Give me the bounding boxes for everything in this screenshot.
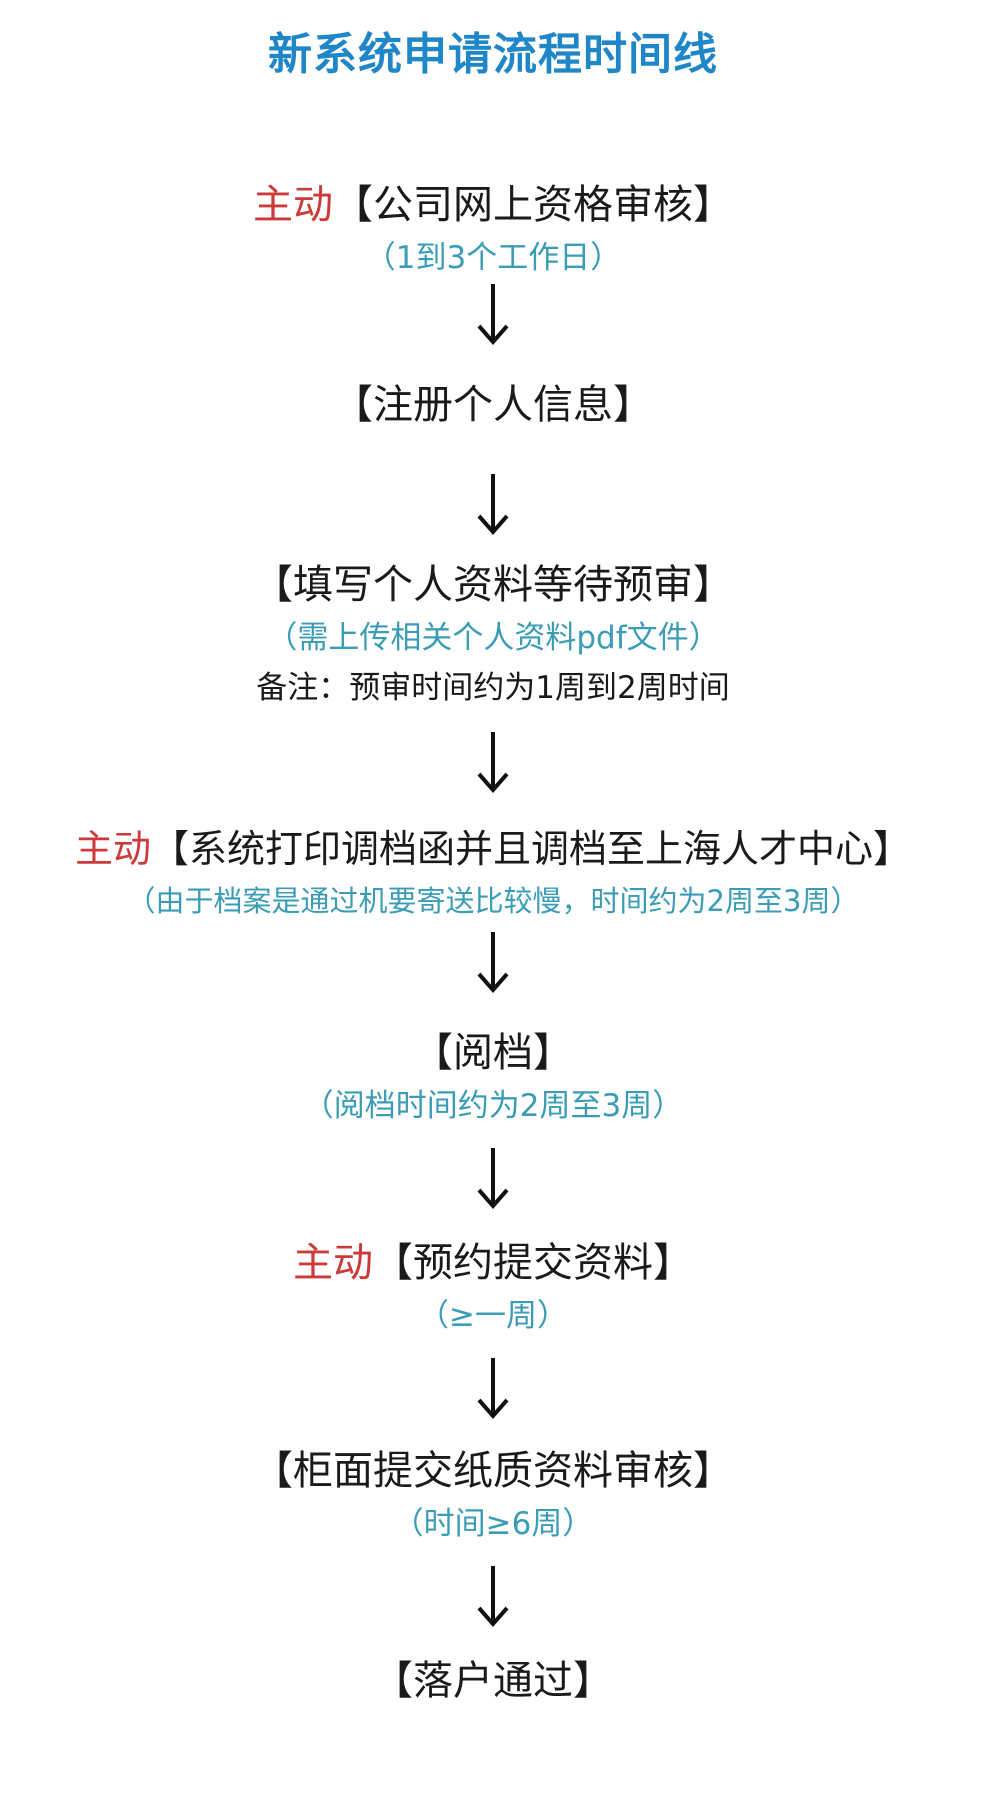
step-title: 【落户通过】 (373, 1658, 613, 1704)
step-4: 主动【系统打印调档函并且调档至上海人才中心】 (0, 818, 986, 873)
down-arrow-icon (0, 930, 986, 998)
step-1-note: （1到3个工作日） (364, 240, 622, 276)
page-title: 新系统申请流程时间线 (268, 29, 718, 80)
down-arrow-icon (0, 730, 986, 798)
down-arrow-icon (0, 282, 986, 350)
step-6: 主动【预约提交资料】 (0, 1230, 986, 1288)
step-title: 【填写个人资料等待预审】 (253, 562, 733, 608)
active-label: 主动 (74, 827, 151, 871)
step-7: 【柜面提交纸质资料审核】 (0, 1438, 986, 1496)
step-title: 【预约提交资料】 (373, 1240, 693, 1286)
step-title: 【注册个人信息】 (333, 382, 653, 428)
step-title: 【系统打印调档函并且调档至上海人才中心】 (151, 827, 912, 871)
down-arrow-icon (0, 1146, 986, 1214)
active-label: 主动 (253, 182, 333, 228)
step-title: 【公司网上资格审核】 (333, 182, 733, 228)
down-arrow-icon (0, 472, 986, 540)
step-3: 【填写个人资料等待预审】 (0, 552, 986, 610)
step-1: 主动【公司网上资格审核】 (0, 172, 986, 230)
down-arrow-icon (0, 1356, 986, 1424)
step-3-remark: 备注：预审时间约为1周到2周时间 (256, 670, 730, 706)
step-title: 【柜面提交纸质资料审核】 (253, 1448, 733, 1494)
step-4-note: （由于档案是通过机要寄送比较慢，时间约为2周至3周） (126, 884, 860, 918)
step-2: 【注册个人信息】 (0, 372, 986, 430)
active-label: 主动 (293, 1240, 373, 1286)
step-6-note: （≥一周） (418, 1298, 568, 1334)
step-title: 【阅档】 (413, 1030, 573, 1076)
step-3-note: （需上传相关个人资料pdf文件） (266, 620, 720, 656)
step-5-note: （阅档时间约为2周至3周） (302, 1088, 684, 1124)
step-8: 【落户通过】 (0, 1648, 986, 1706)
down-arrow-icon (0, 1564, 986, 1632)
step-7-note: （时间≥6周） (392, 1506, 594, 1542)
step-5: 【阅档】 (0, 1020, 986, 1078)
